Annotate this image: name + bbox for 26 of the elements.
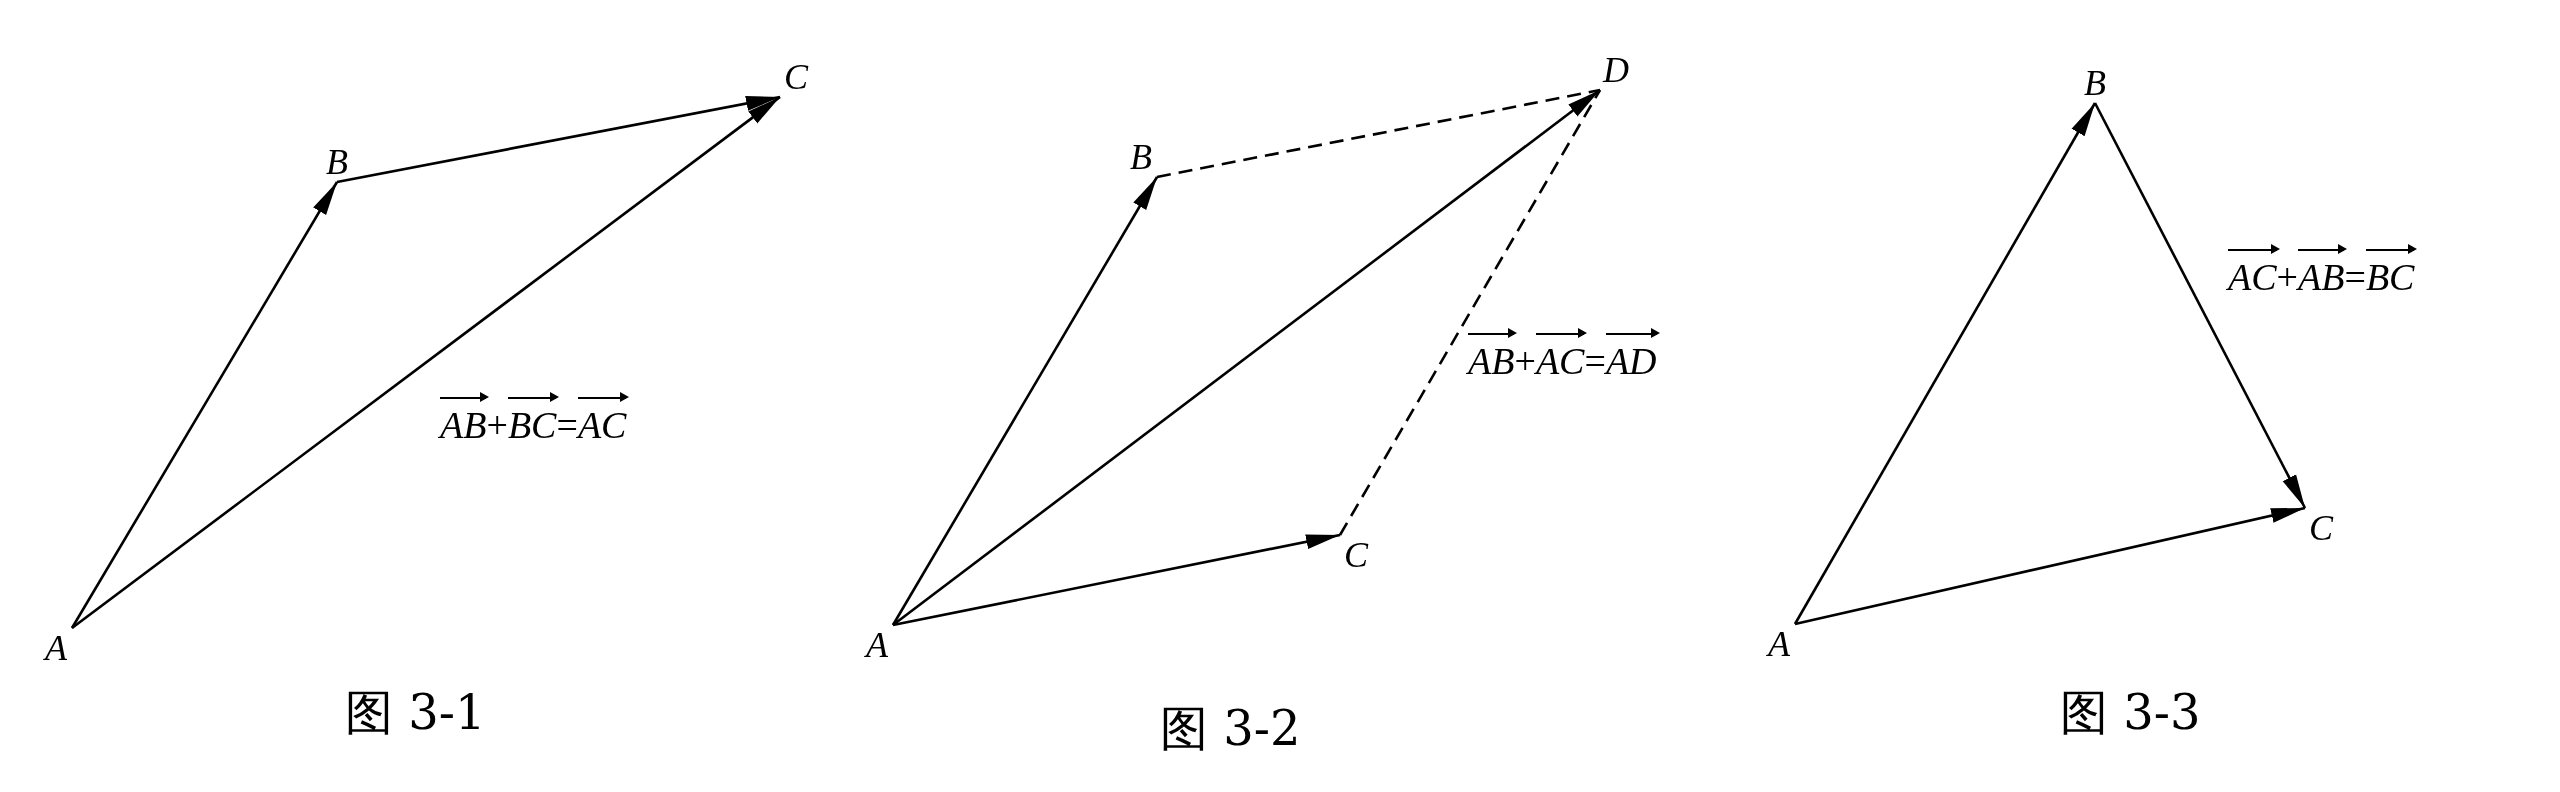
point-label: C xyxy=(1340,535,1372,575)
point-label: A xyxy=(861,625,893,665)
vector-arrow xyxy=(2093,102,2307,509)
point-label: C xyxy=(780,57,812,97)
figure-caption: 图 3-1 xyxy=(345,688,486,736)
figure-caption: 图 3-2 xyxy=(1160,704,1301,752)
point-label: B xyxy=(2079,63,2111,103)
point-label: B xyxy=(321,142,353,182)
vector-equation: AC+AB=BC xyxy=(2228,244,2415,296)
vector-equation: AB+AC=AD xyxy=(1468,328,1657,380)
dashed-line xyxy=(1338,89,1602,536)
point-label: C xyxy=(2305,508,2337,548)
point-label: B xyxy=(1125,137,1157,177)
point-label: A xyxy=(40,628,72,668)
vector-equation: AB+BC=AC xyxy=(440,392,627,444)
vector-arrow xyxy=(71,95,781,630)
vector-arrow xyxy=(70,181,339,629)
vector-arrow xyxy=(1794,506,2306,626)
vector-arrow xyxy=(336,95,781,184)
figure-caption: 图 3-3 xyxy=(2060,688,2201,736)
vector-arrow xyxy=(1793,102,2097,625)
point-label: D xyxy=(1600,50,1632,90)
point-label: A xyxy=(1763,624,1795,664)
vector-arrow xyxy=(892,533,1341,627)
vector-arrow xyxy=(891,176,1159,626)
dashed-line xyxy=(1156,88,1601,179)
